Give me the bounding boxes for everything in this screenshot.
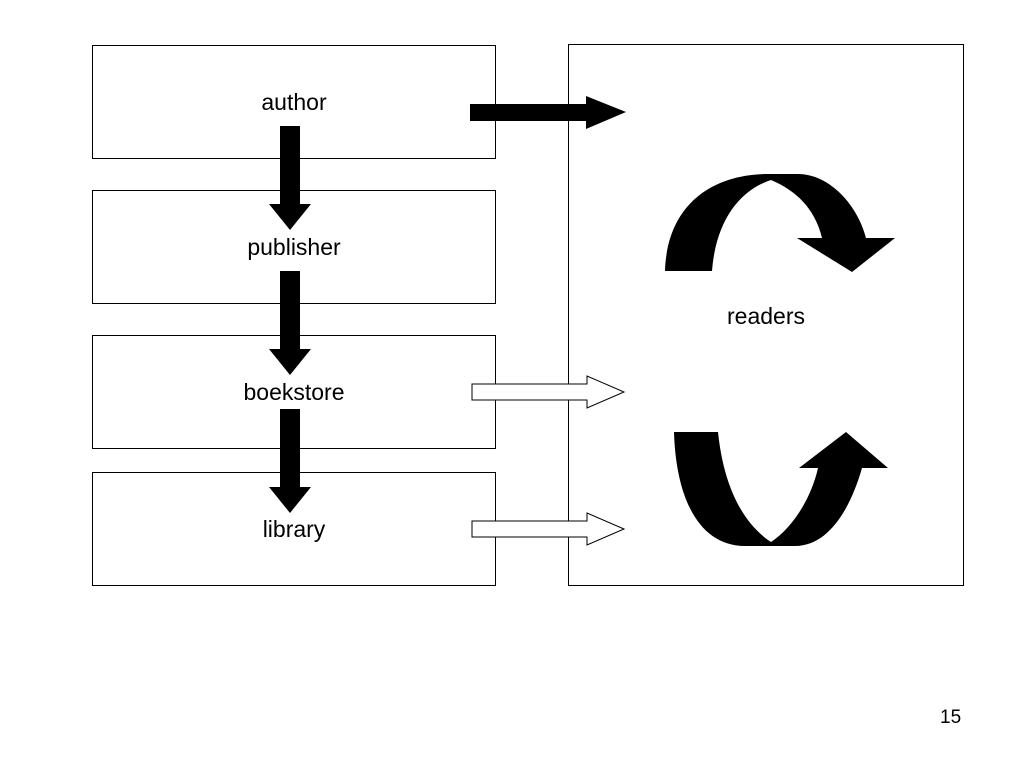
- author-to-readers-arrow: [470, 96, 626, 129]
- library-label: library: [262, 516, 326, 542]
- bookstore-to-readers-arrow: [471, 375, 626, 409]
- author-to-publisher-arrow: [269, 126, 311, 230]
- readers-label: readers: [727, 303, 805, 329]
- lower-cycle-arrow: [674, 432, 888, 546]
- library-to-readers-arrow: [471, 512, 626, 546]
- author-label: author: [261, 89, 327, 115]
- publisher-to-bookstore-arrow: [269, 271, 311, 375]
- upper-cycle-arrow: [665, 174, 895, 272]
- page-number: 15: [940, 707, 962, 728]
- bookstore-label: boekstore: [243, 379, 345, 405]
- bookstore-to-library-arrow: [269, 409, 311, 513]
- publisher-label: publisher: [247, 234, 341, 260]
- readers-box: [568, 44, 964, 586]
